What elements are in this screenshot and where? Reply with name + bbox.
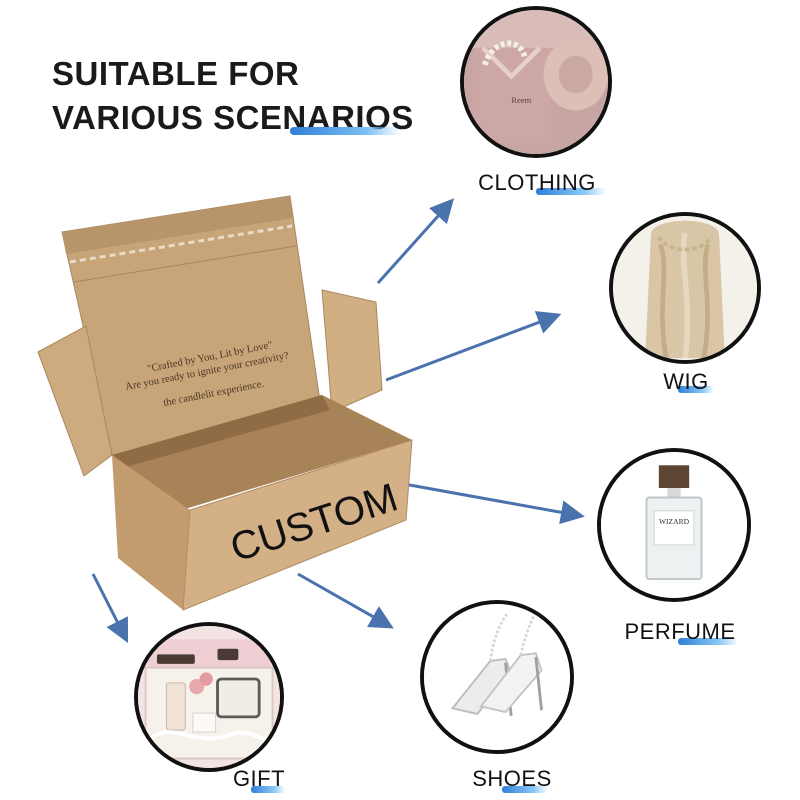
heading-line-1: SUITABLE FOR — [52, 55, 300, 92]
gift-underline — [251, 786, 285, 793]
label-wig: WIG — [663, 369, 709, 394]
label-perfume: PERFUME — [624, 619, 736, 644]
box-interior — [112, 395, 412, 510]
perfume-underline — [678, 638, 738, 645]
clothing-image: Reem — [464, 10, 608, 154]
wig-underline — [678, 386, 714, 393]
box-right-flap — [321, 289, 383, 413]
perfume-photo-circle: WIZARD — [597, 448, 751, 602]
arrow-to-shoes — [297, 572, 394, 629]
box-front — [112, 455, 190, 610]
heading-highlight — [290, 127, 400, 135]
perfume-image: WIZARD — [601, 452, 747, 598]
wig-image — [613, 216, 757, 360]
label-clothing: CLOTHING — [478, 170, 596, 195]
arrow-to-clothing — [376, 198, 455, 285]
wig-photo-circle — [609, 212, 761, 364]
box-lid-edge — [62, 196, 293, 254]
arrow-to-gift — [91, 573, 129, 644]
label-shoes: SHOES — [472, 766, 552, 791]
shoes-photo-circle — [420, 600, 574, 754]
clothing-underline — [536, 188, 606, 195]
clothing-tag: Reem — [511, 95, 531, 105]
perfume-bottle-brand: WIZARD — [659, 517, 690, 526]
box-front-panel — [182, 439, 413, 611]
gift-image — [138, 626, 280, 768]
arrow-to-wig — [385, 311, 562, 382]
label-gift: GIFT — [232, 766, 286, 791]
shoes-image — [424, 604, 570, 750]
clothing-photo-circle: Reem — [460, 6, 612, 158]
gift-photo-circle — [134, 622, 284, 772]
shoes-underline — [502, 786, 548, 793]
arrow-to-perfume — [403, 482, 585, 525]
page-heading: SUITABLE FOR VARIOUS SCENARIOS — [52, 52, 414, 140]
